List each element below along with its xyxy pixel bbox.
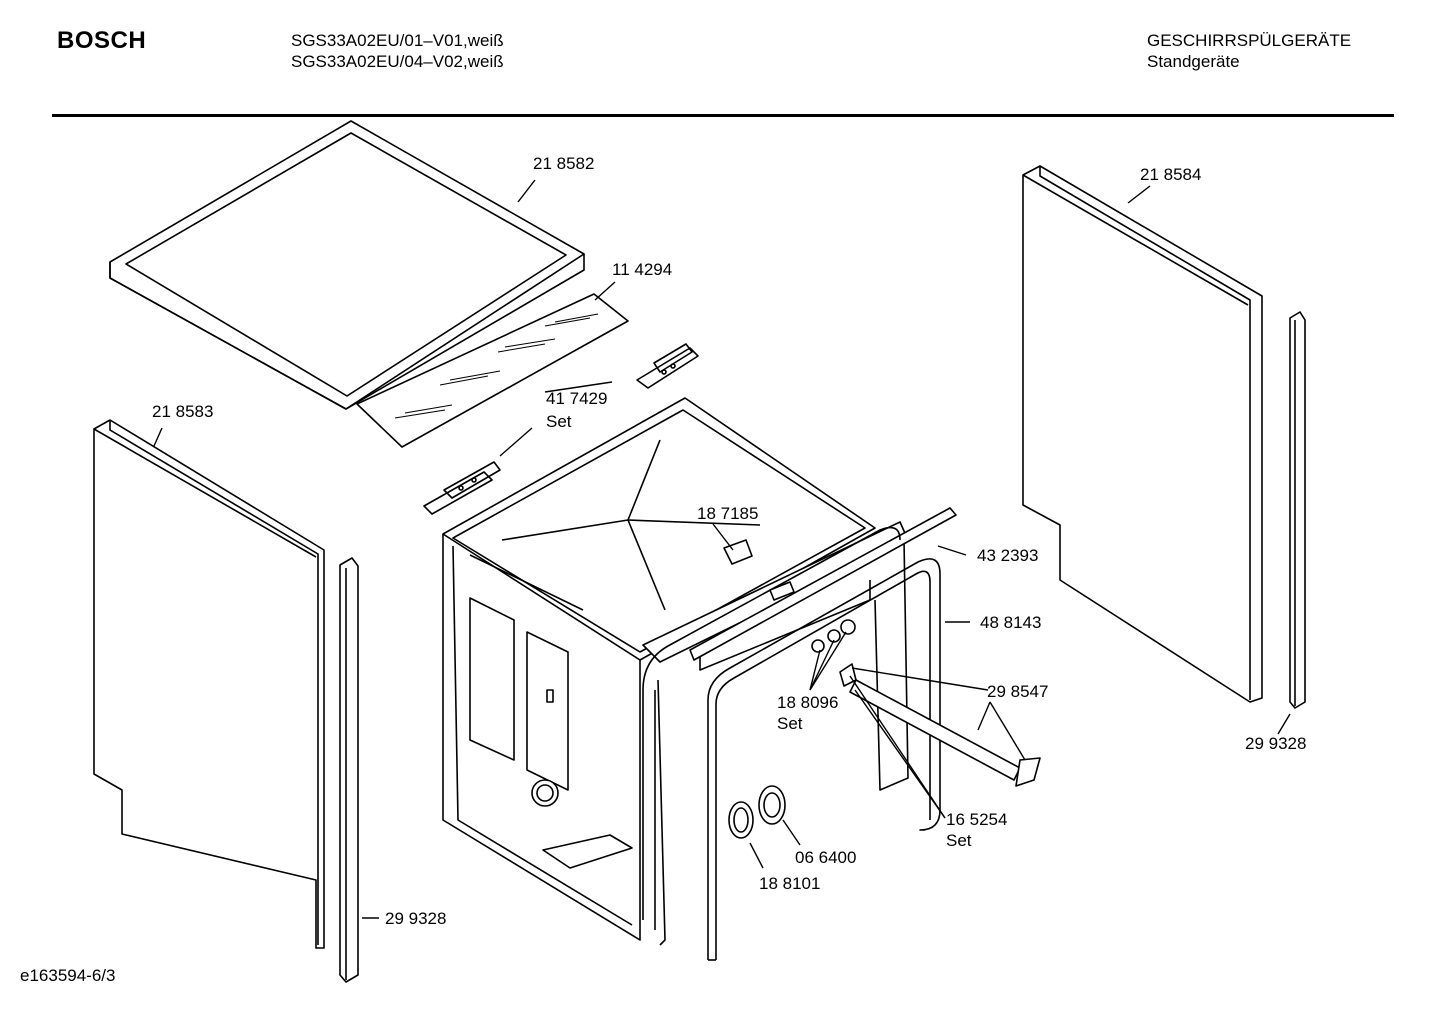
document-id: e163594-6/3 xyxy=(20,966,116,985)
label-432393: 43 2393 xyxy=(977,546,1038,565)
label-188101: 18 8101 xyxy=(759,874,820,893)
label-299328-left: 29 9328 xyxy=(385,909,446,928)
seal-strip-part xyxy=(689,507,957,661)
label-218582: 21 8582 xyxy=(533,154,594,173)
appliance-category: GESCHIRRSPÜLGERÄTE Standgeräte xyxy=(1147,30,1351,72)
label-417429: 41 7429 xyxy=(546,389,607,408)
label-188096-set: Set xyxy=(777,714,803,733)
hinge-lever-part xyxy=(849,679,1041,787)
label-165254: 16 5254 xyxy=(946,810,1007,829)
model-line-1: SGS33A02EU/01–V01,weiß xyxy=(291,31,504,50)
model-line-2: SGS33A02EU/04–V02,weiß xyxy=(291,52,504,71)
mounting-bracket-right xyxy=(636,343,699,389)
label-165254-set: Set xyxy=(946,831,972,850)
side-panel-right xyxy=(1022,165,1263,703)
label-298547: 29 8547 xyxy=(987,682,1048,701)
insulation-mat-part xyxy=(356,293,629,448)
label-488143: 48 8143 xyxy=(980,613,1041,632)
small-parts xyxy=(723,539,857,839)
category-line-2: Standgeräte xyxy=(1147,52,1240,71)
label-218584: 21 8584 xyxy=(1140,165,1201,184)
label-299328-right: 29 9328 xyxy=(1245,734,1306,753)
edge-strip-right xyxy=(1289,311,1306,709)
brand-logo: BOSCH xyxy=(57,27,147,54)
side-panel-left xyxy=(93,419,325,949)
leader-lines xyxy=(153,179,1291,919)
door-seal-part xyxy=(642,526,941,961)
label-187185: 18 7185 xyxy=(697,504,758,523)
label-218583: 21 8583 xyxy=(152,402,213,421)
mounting-bracket-left xyxy=(423,461,501,515)
label-417429-set: Set xyxy=(546,412,572,431)
category-line-1: GESCHIRRSPÜLGERÄTE xyxy=(1147,31,1352,50)
label-114294: 11 4294 xyxy=(612,260,672,279)
header-divider xyxy=(52,114,1394,117)
model-numbers: SGS33A02EU/01–V01,weiß SGS33A02EU/04–V02… xyxy=(291,30,504,72)
label-066400: 06 6400 xyxy=(795,848,856,867)
edge-strip-left xyxy=(339,557,359,983)
label-188096: 18 8096 xyxy=(777,693,838,712)
worktop-part xyxy=(109,120,585,410)
